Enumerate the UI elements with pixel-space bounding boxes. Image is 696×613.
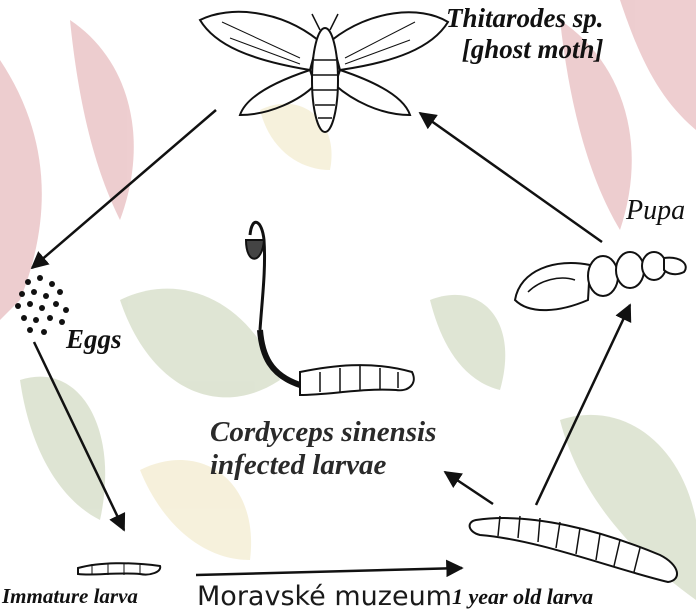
ghost-moth-drawing — [200, 12, 448, 132]
moth-species-label: Thitarodes sp. [ghost moth] — [446, 3, 604, 65]
arrow-larva-to-pupa — [536, 305, 630, 505]
arrow-larva-to-infected — [445, 472, 493, 504]
infected-larvae-label: Cordyceps sinensis infected larvae — [210, 416, 436, 483]
infected-larva-drawing — [246, 222, 414, 395]
moth-left-forewing — [200, 12, 318, 70]
moth-common-name: [ghost moth] — [446, 34, 604, 65]
pupa-label: Pupa — [626, 197, 685, 225]
moth-right-hindwing — [335, 70, 410, 115]
credit-watermark: Moravské muzeum — [197, 581, 452, 612]
pupa-drawing — [515, 252, 686, 310]
moth-body — [312, 28, 338, 132]
immature-larva-label: Immature larva — [2, 586, 138, 607]
pupa-wing-case — [515, 263, 590, 310]
immature-larva-drawing — [78, 563, 160, 575]
arrow-immature-to-year-old-larva — [196, 568, 462, 575]
infected-label-line2: infected larvae — [210, 449, 436, 482]
arrow-moth-to-eggs — [32, 110, 216, 268]
year-old-larva-label: 1 year old larva — [452, 586, 593, 608]
arrow-eggs-to-immature-larva — [34, 342, 124, 530]
infected-label-line1: Cordyceps sinensis — [210, 416, 436, 449]
eggs-drawing — [15, 275, 69, 335]
year-old-larva-drawing — [470, 516, 677, 582]
moth-left-hindwing — [240, 70, 315, 115]
moth-right-forewing — [332, 12, 448, 70]
eggs-label: Eggs — [66, 326, 122, 353]
arrow-pupa-to-moth — [420, 113, 602, 242]
moth-species-name: Thitarodes sp. — [446, 3, 604, 34]
